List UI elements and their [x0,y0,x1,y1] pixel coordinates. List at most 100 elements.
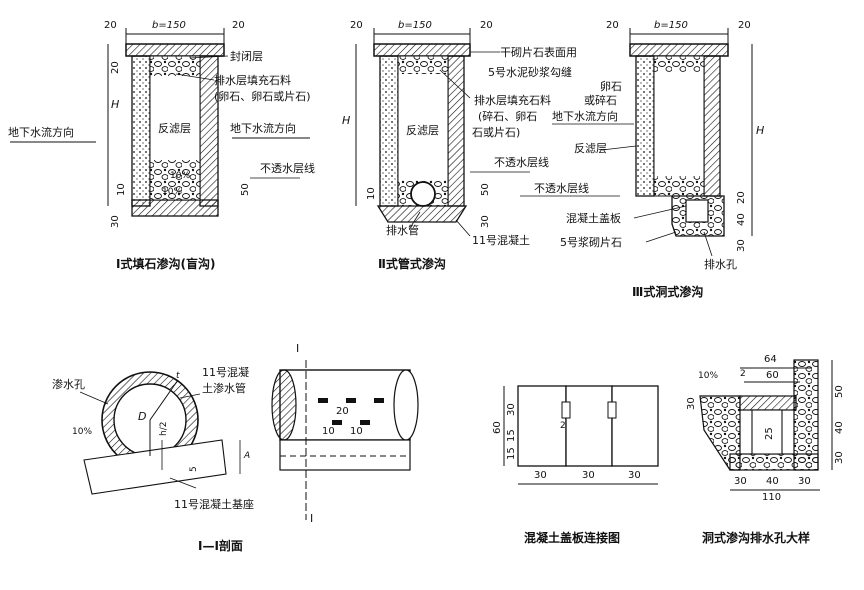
fig2-label-fill: 排水层填充石料 [474,93,551,107]
fig4-pipe-side-end-right [393,369,419,441]
fig2-label-mortar: 5号水泥砂浆勾缝 [488,65,572,79]
fig4-label-D: D [138,410,146,423]
fig5-slab-2 [565,385,613,467]
fig3-dim-20: 20 [736,191,747,204]
fig4-dim-h2: h/2 [159,422,169,436]
fig2-label-or-crushed: 或碎石 [584,93,617,107]
fig2-dim-width: b=150 [398,20,432,31]
fig5-dim-b2: 30 [582,470,595,481]
fig1-label-filter: 反滤层 [158,122,191,135]
fig3-dim-h: H [756,124,764,137]
fig3-dim-width: b=150 [654,20,688,31]
fig1-pct-bottom: 10% [162,187,182,197]
fig6-hole [751,409,783,455]
fig2-label-pebble: 卵石 [600,80,622,93]
fig1-left-wall [131,55,151,207]
fig3-dim-30: 30 [736,239,747,252]
fig3-label-drain-hole: 排水孔 [704,257,737,271]
fig1-base [131,199,219,217]
fig5-dim-b3: 30 [628,470,641,481]
fig6-dim-40: 40 [834,421,845,434]
fig1-caption: Ⅰ式填石渗沟(盲沟) [116,256,215,271]
fig6-dim-b30b: 30 [798,476,811,487]
fig6-dim-30b: 30 [834,451,845,464]
fig2-dim-50: 50 [480,183,491,196]
fig4-pipe-side [279,369,411,441]
fig1-fill-stone-drain: 20 b=150 20 20 H 10 30 50 封闭层 排水层填充石料 (卵… [8,20,315,271]
fig4-label-t: t [176,371,180,381]
fig3-dim-right: 20 [738,20,751,31]
fig2-pipe-drain: 20 b=150 20 H 10 50 30 反滤层 干砌片石表面用 5号水泥砂… [342,20,634,271]
fig5-dim-15a: 15 [506,429,517,442]
fig2-drain-pipe [410,181,436,207]
fig4-dim-A: A [243,451,250,461]
fig4-section-mark-top: Ⅰ [296,342,299,355]
fig4-dim-20: 20 [336,406,349,417]
fig6-pct: 10% [698,371,718,381]
fig4-concrete-base [83,439,227,495]
fig2-label-impervious: 不透水层线 [494,155,549,169]
fig5-dim-30: 30 [506,403,517,416]
fig3-stone-fill-top [654,56,704,72]
fig4-caption: Ⅰ—Ⅰ剖面 [198,538,243,553]
fig4-dim-10b: 10 [350,426,363,437]
fig2-dim-right: 20 [480,20,493,31]
fig3-hole-drain: 20 b=150 20 H 20 40 30 反滤层 不透水层线 混凝土盖板 5… [520,20,764,299]
fig1-dim-h: H [111,98,119,111]
fig6-dim-2: 2 [740,369,746,379]
fig2-label-filter: 反滤层 [406,124,439,137]
fig6-dim-30a: 30 [686,397,697,410]
fig1-stone-fill-bottom [150,160,200,200]
fig5-caption: 混凝土盖板连接图 [524,530,620,545]
fig2-stone-fill-top [398,56,448,74]
fig2-label-pipe: 排水管 [386,223,419,237]
fig2-right-wall [447,55,465,207]
fig3-label-mortar-stone: 5号浆砌片石 [560,235,622,249]
fig3-core [653,55,705,197]
fig4-label-base: 11号混凝土基座 [174,497,254,511]
fig6-caption: 洞式渗沟排水孔大样 [702,530,810,545]
fig6-cover-slab [739,395,797,411]
fig4-dim-5: 5 [189,466,199,472]
fig1-label-seal: 封闭层 [230,49,263,63]
fig1-label-groundwater-right: 地下水流方向 [230,121,296,135]
fig6-dim-b30a: 30 [734,476,747,487]
fig1-stone-fill-top [150,56,200,76]
fig6-dim-60: 60 [766,370,779,381]
fig1-cap-slab [125,43,225,57]
fig4-label-pipe-a: 11号混凝 [202,365,249,379]
fig6-dim-64: 64 [764,354,777,365]
fig1-dim-50: 50 [240,183,251,196]
fig5-dim-b1: 30 [534,470,547,481]
fig2-label-or-slab: 石或片石) [472,126,520,139]
fig2-label-cap-stone: 干砌片石表面用 [500,45,577,59]
fig1-label-groundwater-left: 地下水流方向 [8,125,74,139]
fig1-dim-10: 10 [116,183,127,196]
fig6-dim-b40: 40 [766,476,779,487]
fig3-label-cover: 混凝土盖板 [566,211,621,225]
fig2-label-concrete: 11号混凝土 [472,233,530,247]
fig4-base-side [279,439,411,471]
fig2-dim-30: 30 [480,215,491,228]
fig5-dim-2: 2 [560,421,566,431]
fig3-dim-40: 40 [736,213,747,226]
fig3-cap-slab [629,43,729,57]
fig1-pct-top: 10% [170,171,190,181]
fig1-dim-top-side: 20 [110,61,121,74]
fig2-dim-left: 20 [350,20,363,31]
fig3-label-impervious: 不透水层线 [534,181,589,195]
fig2-label-groundwater: 地下水流方向 [552,109,618,123]
fig1-dim-30: 30 [110,215,121,228]
fig6-drain-hole-detail: 64 60 2 10% 30 50 40 30 25 30 40 30 110 … [686,354,845,545]
fig6-masonry-bottom [729,453,819,471]
fig4-pipe-side-end-left [271,369,297,441]
fig4-pipe-section: 渗水孔 11号混凝 土渗水管 D t 10% h/2 5 A 11号混凝土基座 … [52,342,419,553]
fig4-label-pipe-b: 土渗水管 [202,381,246,395]
fig3-drain-hole [685,199,709,223]
fig5-slab-3 [611,385,659,467]
fig3-label-filter: 反滤层 [574,142,607,155]
fig2-dim-10: 10 [366,187,377,200]
fig2-left-wall [379,55,399,207]
fig2-cap-slab [373,43,471,57]
fig1-label-impervious: 不透水层线 [260,161,315,175]
